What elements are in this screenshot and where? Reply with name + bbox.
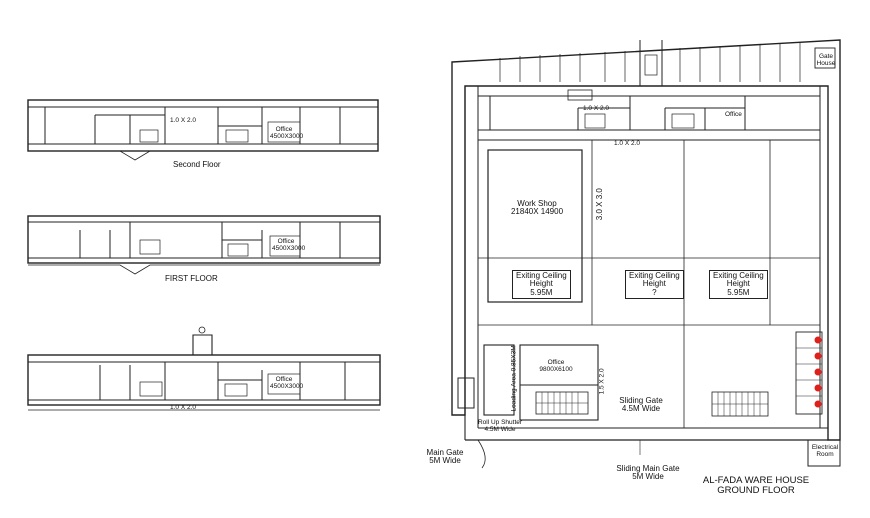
toilet-fixtures (814, 336, 822, 408)
second-floor-door-dims: 1.0 X 2.0 (170, 117, 197, 124)
second-floor-plan (27, 99, 379, 161)
ground-section-door-dims: 1.0 X 2.0 (170, 404, 197, 411)
door-lower-dims: 1.5 X 2.0 (598, 368, 606, 395)
loading-area-label: Loading Area 0.85X3M (510, 345, 518, 412)
door-vertical-dims: 3.0 X 3.0 (594, 188, 604, 221)
door-top-2: 1.0 X 2.0 (614, 140, 641, 147)
door-top-1: 1.0 X 2.0 (583, 105, 610, 112)
ground-section-plan (27, 326, 381, 411)
top-office-label: Office (725, 111, 742, 118)
first-floor-plan (27, 215, 381, 275)
main-ground-floor-plan (451, 39, 841, 469)
first-floor-title: FIRST FLOOR (165, 274, 218, 283)
second-floor-title: Second Floor (173, 160, 221, 169)
